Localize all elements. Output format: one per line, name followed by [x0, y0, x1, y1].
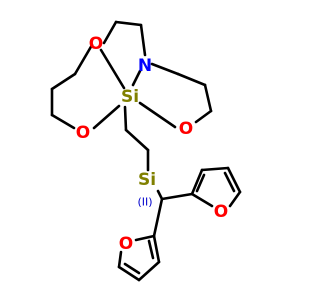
bond-si2-ch: [156, 189, 164, 201]
bond-c1-c2: [114, 20, 143, 27]
bond-ch-f1c2: [160, 192, 194, 201]
bond-c2-n: [139, 23, 147, 57]
bond-o2-si: [92, 104, 121, 130]
bonds: [50, 20, 242, 282]
atom-oxygen-bottom-right: O: [179, 119, 193, 139]
bond-f1-c4c5: [226, 166, 242, 194]
bond-f2-c3c4: [137, 260, 161, 282]
bond-si-c9: [123, 105, 128, 132]
bond-c5-o3: [194, 109, 213, 124]
bond-o1-si: [99, 48, 126, 90]
atom-nitrogen: N: [138, 56, 152, 76]
bond-n-c3: [150, 62, 180, 76]
bond-f1-c2c3: [190, 168, 204, 196]
atom-silicon-cage: Si: [121, 87, 139, 107]
bond-n-si: [131, 69, 142, 87]
bond-ch-f2c2: [152, 197, 164, 238]
bond-f1-oc2: [190, 192, 214, 208]
bond-f1-c2c3-inner: [195, 173, 206, 193]
atom-silicon-chain: Si: [138, 170, 156, 190]
bond-c9-c10: [124, 128, 150, 152]
chemical-structure-diagram: O N Si O O Si (II) O O: [50, 20, 242, 282]
bond-o3-si: [138, 101, 177, 129]
bond-f1-c3c4: [200, 166, 230, 172]
bond-f2-c2c3: [152, 234, 161, 264]
atom-oxygen-furan-right: O: [214, 202, 228, 222]
bond-f2-c4c5: [117, 265, 141, 282]
bond-c3-c4: [176, 72, 207, 87]
bond-f1-c5o: [228, 190, 242, 208]
silicon-oxidation-label: (II): [137, 196, 152, 209]
bond-f2-c4c5-inner: [123, 262, 141, 275]
bond-c4-c5: [203, 83, 213, 113]
bond-f2-c2c3-inner: [147, 239, 155, 260]
bond-o1-c6: [73, 43, 94, 76]
bond-c6-c7: [50, 72, 77, 91]
atom-oxygen-furan-left: O: [119, 234, 133, 254]
bond-f2-oc2: [134, 234, 156, 242]
bond-o1-c1: [102, 20, 118, 45]
atom-labels: O N Si O O Si (II) O O: [76, 34, 228, 254]
bond-c8-o2: [50, 113, 76, 130]
atom-oxygen-bottom-left: O: [76, 123, 90, 143]
bond-f2-c5o: [117, 250, 123, 269]
atom-oxygen-top-left: O: [89, 34, 103, 54]
bond-f1-c4c5-inner: [223, 171, 236, 193]
